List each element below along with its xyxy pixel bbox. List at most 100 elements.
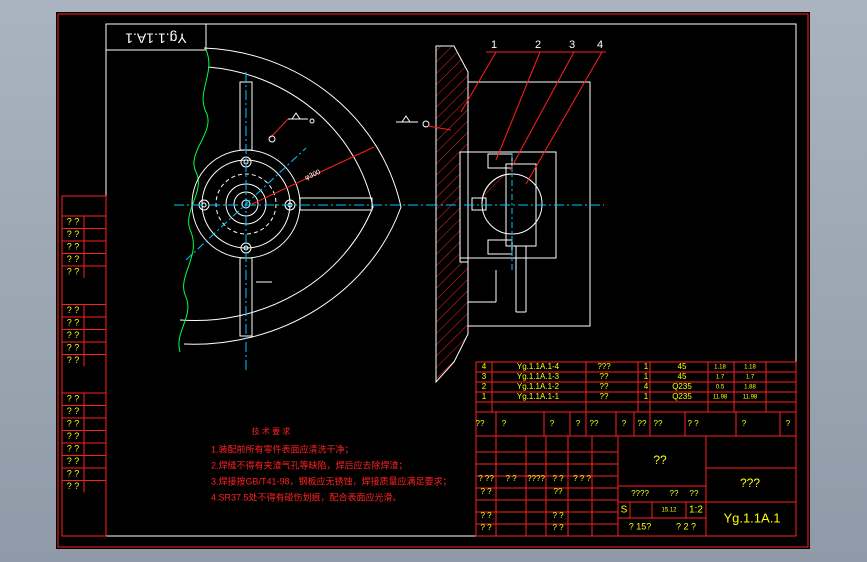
parts-cell: 45: [678, 372, 687, 381]
left-strip-cell: ? ?: [67, 241, 80, 251]
parts-cell: 11.98: [713, 395, 728, 401]
parts-header-cell: ?: [550, 419, 555, 428]
tech-line-3: 3.焊接按GB/T41-98，钢板应无锈蚀，焊接质量应满足要求；: [211, 475, 452, 486]
parts-cell: 1: [482, 392, 487, 401]
left-strip-cell: ? ?: [67, 468, 80, 478]
title-name: ???: [740, 476, 760, 490]
scale: 1:2: [689, 505, 703, 516]
left-strip-cell: ? ?: [67, 330, 80, 340]
tech-requirements: 技 术 要 求 1.装配前所有零件表面应清洗干净； 2.焊缝不得有夹渣气孔等缺陷，焊…: [211, 426, 452, 502]
parts-cell: ??: [600, 372, 609, 381]
parts-cell: 45: [678, 362, 687, 371]
dimension-label: φ300: [304, 169, 322, 182]
left-strip-cell: ? ?: [67, 317, 80, 327]
title-row-e: ? ?: [480, 523, 492, 532]
parts-cell: Yg.1.1A.1-3: [517, 372, 560, 381]
title-row-a: ????: [527, 474, 545, 483]
tech-line-1: 1.装配前所有零件表面应清洗干净；: [211, 443, 354, 454]
callout-4: 4: [597, 39, 603, 51]
left-strip-cell: ? ?: [67, 254, 80, 264]
outer-border: [57, 13, 809, 548]
parts-cell: 4: [644, 382, 649, 391]
callout-1: 1: [491, 39, 497, 51]
parts-cell: 1.18: [714, 365, 726, 371]
sheets-total: ? 15?: [629, 521, 652, 531]
parts-cell: 4: [482, 362, 487, 371]
left-strip-cell: ? ?: [67, 355, 80, 365]
tech-line-2: 2.焊缝不得有夹渣气孔等缺陷，焊后应去除焊渣；: [211, 459, 408, 470]
parts-cell: 1: [644, 362, 649, 371]
parts-cell: 0.5: [716, 385, 725, 391]
parts-cell: 1.88: [744, 385, 756, 391]
drawing-canvas: Yg.1.1A.1 ? ?? ?? ?? ?? ?? ?? ?? ?? ?? ?…: [56, 12, 810, 549]
title-row-c: ??: [690, 489, 699, 498]
left-strip-cell: ? ?: [67, 305, 80, 315]
left-strip-cell: ? ?: [67, 216, 80, 226]
parts-cell: 1: [644, 392, 649, 401]
left-strip-cell: ? ?: [67, 266, 80, 276]
parts-header-cell: ??: [638, 419, 647, 428]
parts-header-cell: ?: [622, 419, 627, 428]
callout-2: 2: [535, 39, 541, 51]
left-strip-cell: ? ?: [67, 418, 80, 428]
code-box-text: Yg.1.1A.1: [125, 30, 187, 46]
callout-labels: 1 2 3 4: [491, 39, 603, 51]
parts-header-cell: ??: [590, 419, 599, 428]
parts-cell: 1.7: [746, 375, 755, 381]
title-row-a: ? ?: [505, 474, 517, 483]
cad-drawing: Yg.1.1A.1 ? ?? ?? ?? ?? ?? ?? ?? ?? ?? ?…: [57, 13, 809, 548]
parts-cell: 11.98: [743, 395, 758, 401]
title-row-e: ? ?: [552, 523, 564, 532]
left-strip: ? ? ? ? ? ? ? ? ? ? ? ? ? ? ? ? ? ? ? ? ? ? ? ? ? ??…: [61, 195, 107, 537]
callout-3: 3: [569, 39, 575, 51]
drawing-number: Yg.1.1A.1: [723, 510, 780, 525]
tech-line-4: 4.SR37.5处不得有碰伤划痕，配合表面应光滑。: [211, 491, 402, 502]
title-row-b: ? ?: [480, 487, 492, 496]
left-strip-cell: ? ?: [67, 406, 80, 416]
parts-cell: 1.18: [744, 365, 756, 371]
title-row-c: ????: [631, 489, 649, 498]
parts-cell: ??: [600, 392, 609, 401]
parts-header-cell: ??: [476, 419, 485, 428]
sheet-number: ? 2 ?: [676, 521, 696, 531]
parts-cell: 2: [482, 382, 487, 391]
parts-cell: Yg.1.1A.1-1: [517, 392, 560, 401]
title-block: 4 Yg.1.1A.1-4??? 1 45 1.18 1.18 3 Yg.1.1A.1-3??…: [475, 361, 797, 537]
parts-header-cell: ??: [654, 419, 663, 428]
title-row-a: ? ??: [478, 474, 494, 483]
title-center-text: ??: [653, 453, 667, 467]
title-row-a: ? ? ?: [573, 474, 591, 483]
left-strip-cell: ? ?: [67, 393, 80, 403]
parts-header-cell: ? ?: [687, 419, 699, 428]
title-row-d: ? ?: [480, 511, 492, 520]
parts-cell: ??: [600, 382, 609, 391]
parts-header-cell: ?: [576, 419, 581, 428]
left-strip-cell: ? ?: [67, 481, 80, 491]
title-row-b: ??: [554, 487, 563, 496]
parts-cell: Yg.1.1A.1-4: [517, 362, 560, 371]
title-row-a: ? ?: [552, 474, 564, 483]
parts-cell: 3: [482, 372, 487, 381]
parts-cell: 1: [644, 372, 649, 381]
title-row-d: ? ?: [552, 511, 564, 520]
left-strip-cell: ? ?: [67, 456, 80, 466]
parts-header-cell: ?: [742, 419, 747, 428]
left-strip-cell: ? ?: [67, 229, 80, 239]
parts-cell: Q235: [672, 392, 692, 401]
parts-header-cell: ?: [786, 419, 791, 428]
title-row-c: ??: [670, 489, 679, 498]
stage: S: [621, 505, 628, 516]
parts-cell: Q235: [672, 382, 692, 391]
parts-header-cell: ?: [502, 419, 507, 428]
weight: 15.12: [661, 508, 677, 514]
tech-title: 技 术 要 求: [252, 426, 291, 436]
left-strip-cell: ? ?: [67, 431, 80, 441]
left-strip-cell: ? ?: [67, 443, 80, 453]
front-view: φ300: [174, 47, 436, 372]
parts-cell: 1.7: [716, 375, 725, 381]
left-strip-cell: ? ?: [67, 342, 80, 352]
code-box: Yg.1.1A.1: [105, 23, 207, 51]
section-view: [396, 45, 606, 384]
parts-cell: Yg.1.1A.1-2: [517, 382, 560, 391]
parts-cell: ???: [597, 362, 611, 371]
